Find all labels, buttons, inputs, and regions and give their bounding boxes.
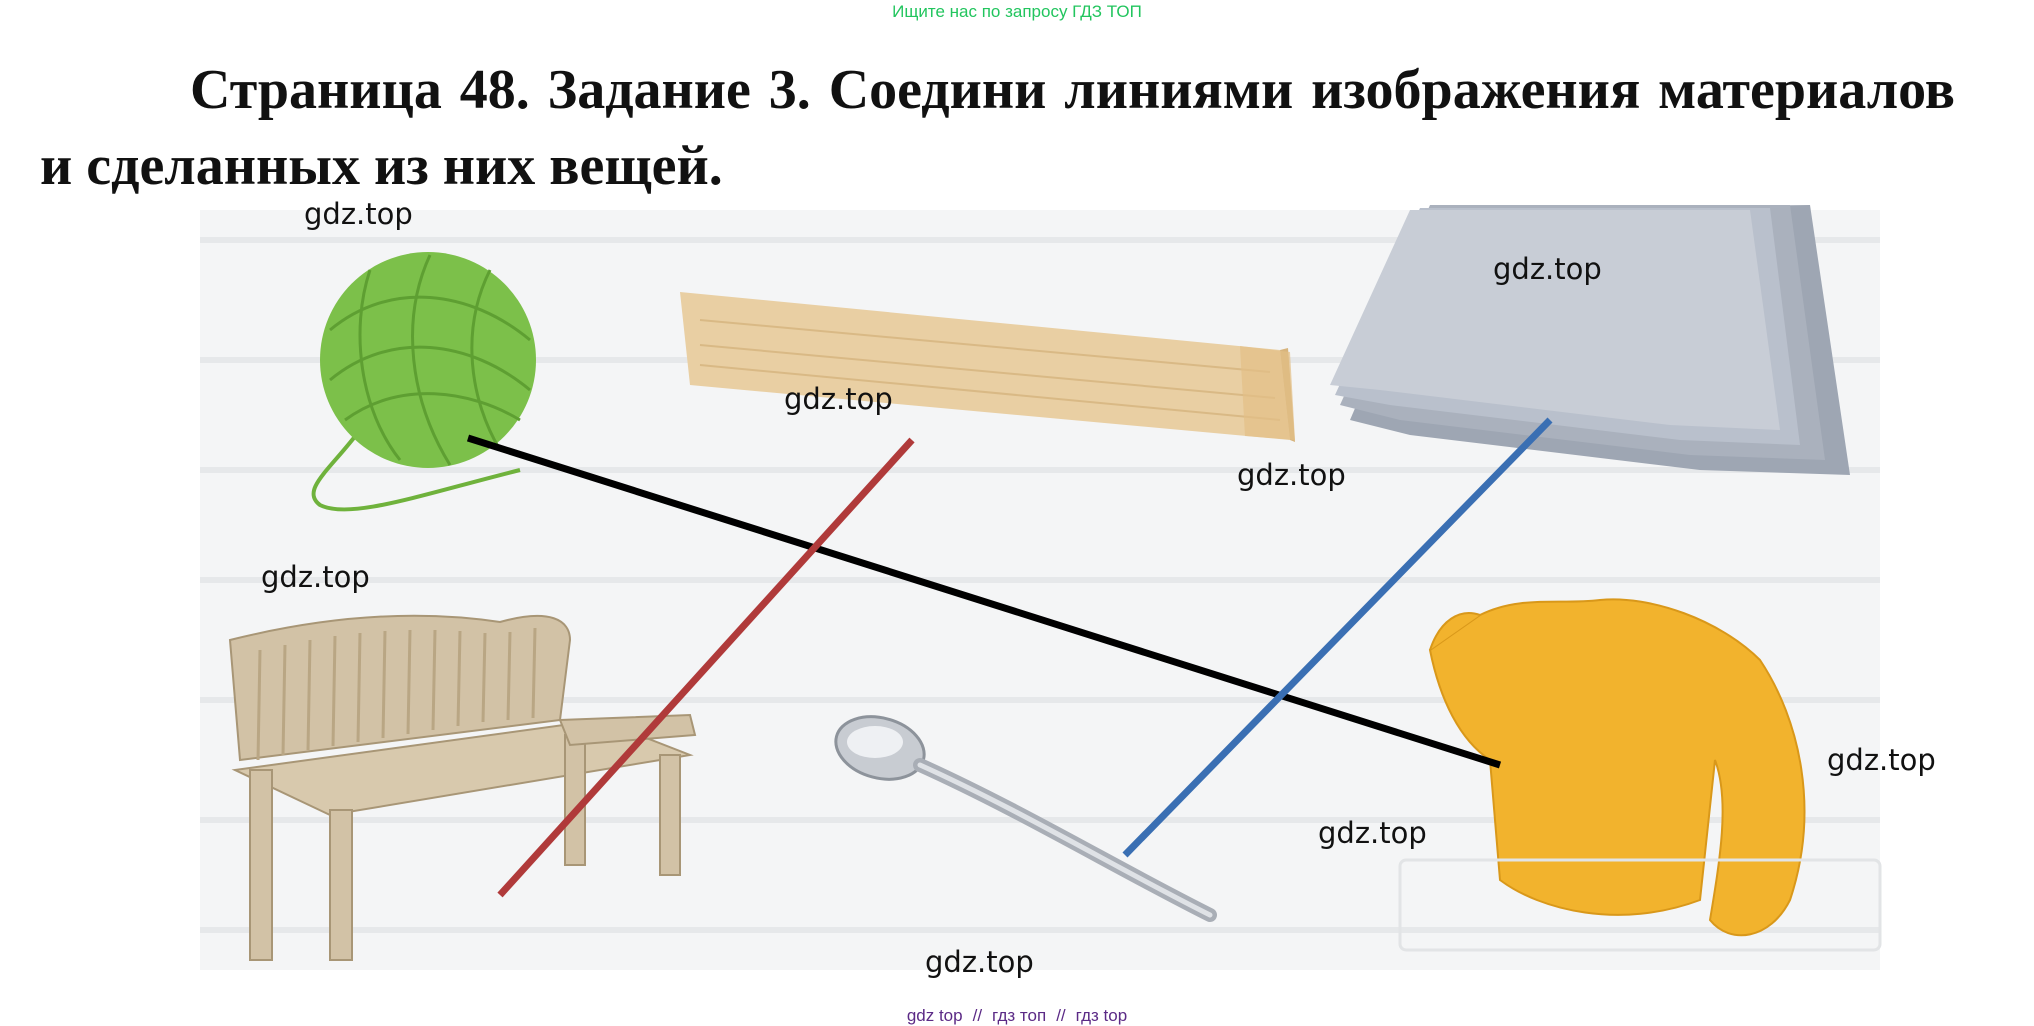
footer-separator: // [972, 1006, 983, 1025]
watermark: gdz.top [304, 197, 413, 231]
wood-bar-image [680, 292, 1295, 442]
background-ghost-labels [1398, 858, 1882, 952]
watermark: gdz.top [784, 382, 893, 416]
wooden-bench-image [228, 614, 697, 961]
footer-link-2[interactable]: гдз топ [992, 1006, 1047, 1025]
connection-line-yarn-ball-sweater [466, 434, 1502, 769]
footer-link-1[interactable]: gdz top [906, 1006, 963, 1025]
footer-link-3[interactable]: гдз top [1075, 1006, 1128, 1025]
watermark: gdz.top [261, 560, 370, 594]
watermark: gdz.top [1237, 458, 1346, 492]
watermark: gdz.top [925, 945, 1034, 979]
watermark: gdz.top [1493, 252, 1602, 286]
task-title: Страница 48. Задание 3. Соедини линиями … [40, 59, 1955, 197]
footer-links: gdz top // гдз топ // гдз top [0, 1006, 2034, 1026]
watermark: gdz.top [1318, 816, 1427, 850]
watermark: gdz.top [1827, 743, 1936, 777]
metal-sheets-image [1330, 205, 1850, 475]
connection-line-wood-bar-wooden-bench [497, 437, 915, 898]
connection-line-metal-sheets-spoon [1122, 417, 1553, 858]
connection-lines [466, 417, 1553, 898]
yarn-ball-image [311, 252, 536, 512]
search-hint[interactable]: Ищите нас по запросу ГДЗ ТОП [892, 2, 1142, 21]
footer-separator: // [1056, 1006, 1066, 1025]
spoon-image [834, 715, 1217, 922]
sweater-image [1428, 598, 1806, 937]
